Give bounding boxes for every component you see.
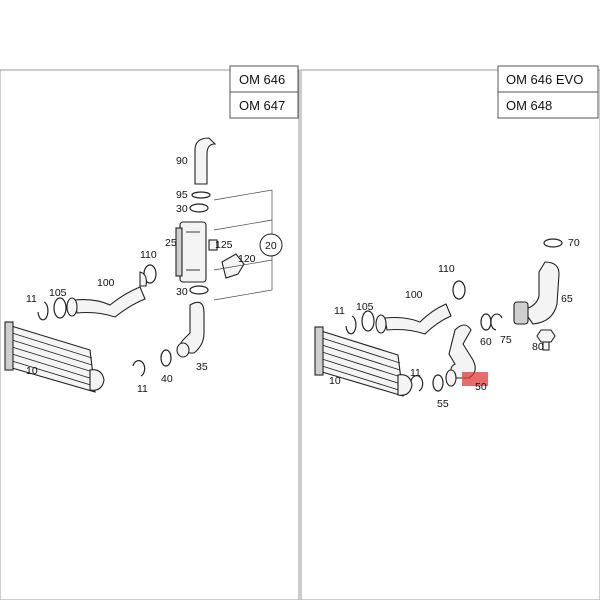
actuator-120 [221,253,245,279]
highlight-part-50 [462,372,488,386]
callout-110-left: 110 [140,249,157,261]
callout-11-right-bottom: 11 [410,367,421,379]
clip-11-bottom [132,360,146,377]
callout-35: 35 [196,361,208,373]
callout-120: 120 [238,253,256,265]
hose-100-right-end [375,314,387,334]
right-panel-frame [300,69,600,600]
left-engine-labels: OM 646 OM 647 [229,65,299,119]
callout-100-right: 100 [405,289,423,301]
callout-11-right: 11 [334,305,345,317]
engine-label-om647: OM 647 [239,98,285,113]
ring-40 [160,349,172,367]
callout-10-left: 10 [26,365,38,377]
ring-30-top [189,203,209,213]
ring-110-right [452,280,466,300]
callout-125: 125 [215,239,233,251]
pipe-35-end [176,342,190,358]
clip-75 [490,313,503,331]
callout-50: 50 [475,381,487,393]
intercooler-right [314,326,413,397]
engine-label-om646-evo: OM 646 EVO [506,72,583,87]
left-panel-frame [0,69,300,600]
callout-95: 95 [176,189,188,201]
callout-30-top: 30 [176,203,188,215]
hose-100-right [384,303,452,335]
bracket-line-b [213,259,273,271]
sensor-125 [208,239,218,251]
ring-60 [480,313,492,331]
hose-100-left [74,286,146,318]
pipe-65-coupling [513,301,529,325]
ring-55 [432,374,444,392]
ring-105-right [361,310,375,332]
pipe-35 [179,301,205,354]
callout-105-left: 105 [49,287,67,299]
callout-90: 90 [176,155,188,167]
engine-box-om648 [497,91,599,119]
callout-70: 70 [568,237,580,249]
engine-label-om648: OM 648 [506,98,552,113]
engine-box-om646 [229,65,299,93]
hose-end-left [139,271,147,287]
pipe-65 [522,261,560,325]
right-engine-labels: OM 646 EVO OM 648 [497,65,599,119]
clip-11-right [345,315,357,335]
ring-105-left [53,297,67,319]
callout-110-right: 110 [438,263,455,275]
callout-11-left: 11 [26,293,37,305]
hose-50 [448,324,476,379]
elbow-90 [194,137,217,185]
callout-55: 55 [437,398,449,410]
hose-100-end [66,297,78,317]
callout-25: 25 [165,237,177,249]
clip-11-right-bottom [410,375,424,392]
intercooler-left [4,321,105,393]
callout-80: 80 [532,341,544,353]
callout-65: 65 [561,293,573,305]
callout-75: 75 [500,334,512,346]
bolt-80 [536,329,556,351]
ring-30-bottom [189,285,209,295]
ring-95 [191,191,211,199]
hose-50-end [445,369,457,387]
callout-100-left: 100 [97,277,115,289]
callout-10-right: 10 [329,375,341,387]
engine-box-om647 [229,91,299,119]
ring-70 [543,238,563,248]
engine-label-om646: OM 646 [239,72,285,87]
callout-20: 20 [265,240,277,252]
callout-40: 40 [161,373,173,385]
callout-105-right: 105 [356,301,374,313]
valve-housing-25 [175,221,207,283]
callout-11-bottom: 11 [137,383,148,395]
clip-11-left [37,301,49,321]
group-circle-20 [259,233,283,257]
callout-60: 60 [480,336,492,348]
callout-30-bottom: 30 [176,286,188,298]
bracket-line-a [213,219,273,231]
